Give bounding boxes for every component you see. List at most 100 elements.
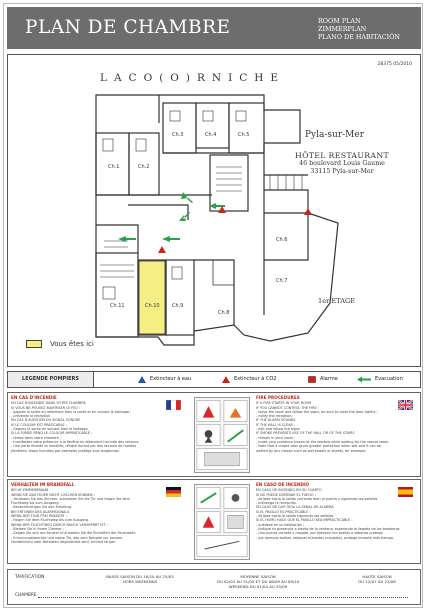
- evacuation-arrow-icon: [357, 376, 371, 383]
- procedure-line: - Erinnnungsberichte und nasse Tür, das …: [11, 535, 124, 540]
- procedure-line: EN CAS D'AUDITION DU SIGNAL SONORE: [11, 418, 81, 423]
- procedure-line: EN CAS D'INCENDIE DANS VOTRE CHAMBRE: [11, 401, 86, 406]
- high-season-rate: HAUTE SAISON DU 12/07 AU 23/08: [342, 574, 412, 584]
- hotel-postcode: 33115 Pyla-sur-Mer: [310, 168, 374, 175]
- legend-alarm: Alarme: [308, 372, 338, 387]
- procedure-line: WENN SIE DAS FEUER NICHT LÖSCHEN KÖNNEN …: [11, 492, 95, 497]
- procedure-line: IF YOU CANNOT CONTROL THE FIRE :: [256, 405, 319, 410]
- procedure-line: - diríjase hacia la salida siguiendo las…: [256, 514, 335, 519]
- procedure-line: - Una puerta cerrada y mojada, por ejemp…: [256, 531, 383, 536]
- procedure-line: - Bleiben Sie in Ihrem Zimmer ;: [11, 526, 64, 531]
- procedure-line: - remain in your room ;: [256, 435, 296, 440]
- legend-label: Alarme: [320, 376, 338, 382]
- room-label: Ch.4: [205, 132, 216, 138]
- procedure-line: WENN DER FLUR FREI PASSIERT :: [11, 514, 67, 519]
- procedure-es-heading: EN CASO DE INCENDIO: [256, 482, 310, 487]
- procedure-line: - notify the reception.: [256, 414, 293, 419]
- procedure-line: - indique su presencia a través de la ve…: [256, 526, 401, 531]
- room-label: Ch.11: [110, 303, 125, 309]
- rate-line: DU 12/07 AU 23/08: [358, 579, 396, 584]
- procedure-line: EN CASO DE INCENDIO EN SU CUARTO: [256, 488, 322, 493]
- procedure-line: - gagnez la sortie en refermant bien la …: [11, 409, 132, 414]
- procedure-de: VERHALTEN IM BRANDFALL BEI IM ZIMMERBRAN…: [11, 482, 187, 544]
- procedure-line: SI LA FUMÉE REND LE COULOIR IMPRATICABLE…: [11, 431, 93, 436]
- rate-line: HORS WEEKENDS: [122, 579, 158, 584]
- legend-label: Extincteur à eau: [150, 376, 192, 382]
- room-label: Ch.9: [172, 303, 183, 309]
- fire-illustration: [194, 397, 250, 473]
- procedure-line: - restez dans votre chambre ;: [11, 435, 62, 440]
- firefighter-legend-title: LEGENDE POMPIERS: [8, 372, 94, 387]
- alarm-icon: [308, 376, 316, 383]
- procedure-line: SI EL PASILLO ES PRACTICABLE :: [256, 509, 311, 514]
- procedure-line: - prevenga la recepción.: [256, 501, 298, 506]
- room-label: Ch.7: [276, 278, 287, 284]
- room-label: Ch.6: [276, 237, 287, 243]
- procedure-line: (fenêtres, draps humides par exemple) pr…: [11, 448, 120, 453]
- procedure-line: SI NO PUEDE DOMINAR EL FUEGO :: [256, 492, 316, 497]
- room-label: Ch.2: [138, 164, 149, 170]
- procedure-line: IF THE ALARM SOUNDS: [256, 418, 296, 423]
- procedure-line: Handtüchern oder Bettlaken abgedichtet w…: [11, 539, 116, 544]
- procedure-line: SI LE COULOIR EST PRATICABLE :: [11, 422, 67, 427]
- subtitle-de: ZIMMERPLAN: [318, 25, 367, 33]
- procedure-line: BEI ERTÖNEN DES ALARMSIGNALS: [11, 509, 70, 514]
- flag-uk-icon: [398, 400, 413, 410]
- procedure-line: SI VOUS NE POUVEZ MAITRISER LE FEU :: [11, 405, 80, 410]
- procedure-line: BEI IM ZIMMERBRAND: [11, 488, 49, 493]
- room-label: Ch.5: [238, 132, 249, 138]
- room-label: Ch.10: [145, 303, 160, 309]
- procedure-en: FIRE PROCEDURES IF A FIRE STARTS IN YOUR…: [256, 395, 418, 453]
- procedure-line: - leave the room and follow the signs, b…: [256, 409, 378, 414]
- procedure-line: - exit and follow the signs: [256, 427, 300, 432]
- floor-plan: Ch.1 Ch.2 Ch.3 Ch.4 Ch.5 Ch.6 Ch.7 Ch.8 …: [95, 94, 339, 346]
- procedure-line: SI EL HUMO HACE QUE EL PASILLO SEA IMPRA…: [256, 518, 353, 523]
- header-subtitles: ROOM PLAN ZIMMERPLAN PLANO DE HABITACIÓN: [318, 17, 400, 41]
- rate-line: MOYENNE SAISON: [240, 574, 276, 579]
- procedure-line: - prévenez la réception.: [11, 414, 52, 419]
- mid-season-rate: MOYENNE SAISON DU 02/03 AU 31/05 ET DU 0…: [198, 574, 318, 589]
- procedure-line: - Folgen Sie dem Fluchtweg bis zum Ausga…: [11, 518, 90, 523]
- procedure-line: Fluchtweg bis zum Ausgang ;: [11, 501, 61, 506]
- procedure-line: - Zeigen Sie sich am Fenster und warten …: [11, 531, 137, 536]
- room-plan-sheet: PLAN DE CHAMBRE ROOM PLAN ZIMMERPLAN PLA…: [3, 3, 423, 608]
- hotel-type: HÔTEL RESTAURANT: [295, 151, 389, 160]
- legend-co2-extinguisher: Extincteur à CO2: [222, 372, 277, 387]
- procedure-line: - Gagnez la sortie en suivant bien le ba…: [11, 427, 89, 432]
- you-are-here-label: Vous êtes ici: [50, 340, 94, 348]
- rate-line: HAUTE SAISON: [362, 574, 392, 579]
- procedure-line: - manifestez votre présence à la fenêtre…: [11, 439, 140, 444]
- procedure-fr-heading: EN CAS D'INCENDIE: [11, 395, 57, 400]
- co2-extinguisher-icon: [222, 376, 230, 383]
- rate-line: BASSE SAISON DU 10/10 AU 25/03: [106, 574, 174, 579]
- procedure-line: WENN DER FLUCHTWEG DURCH RAUCH VERSPERRT…: [11, 522, 108, 527]
- you-are-here-swatch: [26, 340, 42, 348]
- legend-label: Extincteur à CO2: [234, 376, 277, 382]
- chambre-fill-line: [38, 597, 408, 598]
- procedure-de-heading: VERHALTEN IM BRANDFALL: [11, 482, 75, 487]
- fire-procedure-fr-en: EN CAS D'INCENDIE EN CAS D'INCENDIE DANS…: [7, 392, 421, 477]
- water-extinguisher-icon: [138, 376, 146, 383]
- tarification-box: TARIFICATION BASSE SAISON DU 10/10 AU 25…: [7, 569, 421, 605]
- floor-label: 1er ETAGE: [318, 297, 356, 305]
- page-title: PLAN DE CHAMBRE: [25, 17, 231, 38]
- procedure-line: - Benachrichtigen Sie den Empfang.: [11, 505, 73, 510]
- procedure-en-heading: FIRE PROCEDURES: [256, 395, 300, 400]
- procedure-line: - Une porte fermée et mouillée, résiste …: [11, 444, 137, 449]
- document-reference: 28375 05/2010: [377, 62, 412, 67]
- you-are-here-legend: Vous êtes ici: [26, 340, 94, 348]
- rate-line: WEEKEND DU 01/04 AU 25/09: [228, 584, 288, 589]
- chambre-label: CHAMBRE: [15, 593, 37, 598]
- procedure-line: EN CASO DE QUE OIGA LA SEÑAL DE ALARMA: [256, 505, 334, 510]
- procedure-line: IF SMOKE PREVENTS USE OF THE HALL OR OF …: [256, 431, 355, 436]
- subtitle-en: ROOM PLAN: [318, 17, 361, 25]
- flag-france-icon: [166, 400, 181, 410]
- room-label: Ch.3: [172, 132, 183, 138]
- header-bar: PLAN DE CHAMBRE ROOM PLAN ZIMMERPLAN PLA…: [7, 7, 421, 49]
- procedure-line: - quédese en su habitación ;: [256, 522, 305, 527]
- hotel-street: 46 boulevard Louis Gaume: [299, 160, 385, 167]
- legend-water-extinguisher: Extincteur à eau: [138, 372, 191, 387]
- procedure-line: IF A FIRE STARTS IN YOUR ROOM: [256, 401, 312, 406]
- procedure-line: wetted by any means such as wet towels o…: [256, 448, 367, 453]
- fire-procedure-de-es: VERHALTEN IM BRANDFALL BEI IM ZIMMERBRAN…: [7, 479, 421, 564]
